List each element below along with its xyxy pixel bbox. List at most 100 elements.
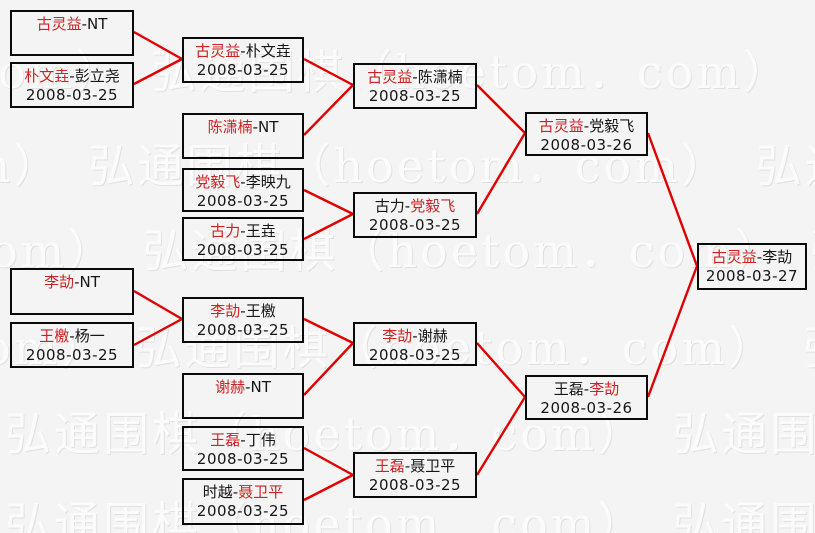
winner-name: 李劼 — [44, 273, 75, 291]
player-name: 王垚 — [245, 222, 276, 240]
match-box-r1-guilingyi-bye: 古灵益-NT — [10, 10, 134, 56]
winner-name: 王磊 — [210, 431, 241, 449]
player-name: 聂卫平 — [410, 457, 456, 475]
connector-line — [303, 446, 354, 477]
connector-line — [475, 396, 527, 476]
winner-name: 李劼 — [589, 380, 620, 398]
name-separator: - — [412, 68, 418, 86]
match-players: 王檄-杨一 — [12, 327, 132, 346]
winner-name: 古灵益 — [36, 15, 82, 33]
winner-name: 古灵益 — [195, 42, 241, 60]
winner-name: 李劼 — [382, 327, 413, 345]
match-date: 2008-03-25 — [196, 321, 290, 339]
match-players: 古灵益-党毅飞 — [527, 117, 646, 136]
match-date: 2008-03-25 — [368, 476, 462, 494]
match-date: 2008-03-25 — [25, 86, 119, 104]
connector-line — [303, 342, 354, 396]
match-box-r2-xiehe-bye: 谢赫-NT — [182, 373, 304, 419]
player-name: 党毅飞 — [589, 117, 635, 135]
name-separator: - — [404, 197, 411, 215]
connector-line — [133, 57, 183, 86]
name-separator: - — [69, 327, 75, 345]
player-name: 李劼 — [762, 248, 793, 266]
player-name: 古力 — [374, 197, 405, 215]
match-box-sf-wanglei-lijie: 王磊-李劼 2008-03-26 — [525, 375, 648, 420]
connector-line — [303, 57, 354, 87]
connector-line — [303, 317, 354, 345]
name-separator: - — [404, 457, 411, 475]
match-date: 2008-03-25 — [196, 192, 290, 210]
name-separator: - — [756, 248, 763, 266]
name-separator: - — [245, 378, 251, 396]
player-name: 丁伟 — [245, 431, 276, 449]
winner-name: 党毅飞 — [195, 173, 241, 191]
match-box-r2-lijie-wangxi: 李劼-王檄 2008-03-25 — [182, 297, 304, 343]
player-name: 时越 — [202, 483, 233, 501]
winner-name: 古灵益 — [711, 248, 757, 266]
connector-line — [646, 265, 699, 398]
name-separator: - — [240, 431, 246, 449]
connector-line — [303, 188, 354, 216]
match-date: 2008-03-25 — [368, 87, 462, 105]
match-players: 王磊-丁伟 — [184, 431, 302, 450]
match-players: 王磊-聂卫平 — [355, 457, 475, 476]
match-players: 陈潇楠-NT — [184, 118, 302, 137]
match-date: 2008-03-26 — [540, 399, 633, 417]
connector-line — [646, 132, 699, 267]
player-name: 李映九 — [245, 173, 291, 191]
match-players: 古灵益-李劼 — [699, 248, 805, 267]
connector-line — [133, 289, 183, 321]
match-box-r1-piaowenyao-pengliyao: 朴文垚-彭立尧 2008-03-25 — [10, 62, 134, 108]
match-players: 李劼-NT — [12, 273, 132, 292]
match-players: 李劼-王檄 — [184, 302, 302, 321]
match-players: 李劼-谢赫 — [355, 327, 475, 346]
player-name: NT — [250, 378, 271, 396]
connector-line — [133, 30, 183, 61]
match-players: 古力-王垚 — [184, 222, 302, 241]
match-box-r2-guilingyi-piaowenyao: 古灵益-朴文垚 2008-03-25 — [182, 37, 304, 83]
winner-name: 古灵益 — [538, 117, 584, 135]
name-separator: - — [252, 118, 259, 136]
name-separator: - — [240, 222, 246, 240]
name-separator: - — [583, 117, 590, 135]
winner-name: 党毅飞 — [410, 197, 456, 215]
match-box-r3-guli-dangyifei: 古力-党毅飞 2008-03-25 — [353, 192, 477, 238]
name-separator: - — [412, 327, 418, 345]
match-date: 2008-03-25 — [196, 241, 290, 259]
winner-name: 陈潇楠 — [207, 118, 253, 136]
player-name: 陈潇楠 — [417, 68, 463, 86]
match-date: 2008-03-26 — [540, 136, 633, 154]
winner-name: 朴文垚 — [24, 67, 70, 85]
match-box-r2-wanglei-dingwei: 王磊-丁伟 2008-03-25 — [182, 426, 304, 471]
match-players: 谢赫-NT — [184, 378, 302, 397]
match-players: 党毅飞-李映九 — [184, 173, 302, 192]
winner-name: 王檄 — [39, 327, 70, 345]
winner-name: 李劼 — [210, 302, 241, 320]
player-name: 杨一 — [74, 327, 105, 345]
match-players: 朴文垚-彭立尧 — [12, 67, 132, 86]
match-date: 2008-03-25 — [368, 346, 462, 364]
match-date: 2008-03-25 — [196, 502, 290, 520]
match-players: 王磊-李劼 — [527, 380, 646, 399]
match-box-r2-dangyifei-liyingjiu: 党毅飞-李映九 2008-03-25 — [182, 168, 304, 212]
connector-line — [476, 84, 526, 134]
name-separator: - — [74, 273, 80, 291]
match-box-r2-guli-wangyao: 古力-王垚 2008-03-25 — [182, 217, 304, 261]
match-box-r2-chenxiaonan-bye: 陈潇楠-NT — [182, 113, 304, 159]
connector-line — [303, 84, 354, 136]
player-name: NT — [79, 273, 100, 291]
match-box-r3-lijie-xiehe: 李劼-谢赫 2008-03-25 — [353, 322, 477, 366]
player-name: 王磊 — [553, 380, 584, 398]
match-box-r1-wangxi-yangyi: 王檄-杨一 2008-03-25 — [10, 322, 134, 368]
match-date: 2008-03-27 — [705, 267, 799, 285]
winner-name: 古灵益 — [367, 68, 413, 86]
match-box-r3-wanglei-nieweiping: 王磊-聂卫平 2008-03-25 — [353, 452, 477, 498]
match-box-r2-shiyue-nieweiping: 时越-聂卫平 2008-03-25 — [182, 478, 304, 525]
match-players: 古力-党毅飞 — [355, 197, 475, 216]
connector-line — [475, 132, 527, 215]
match-box-r1-lijie-bye: 李劼-NT — [10, 268, 134, 315]
player-name: 朴文垚 — [245, 42, 291, 60]
name-separator: - — [240, 42, 246, 60]
